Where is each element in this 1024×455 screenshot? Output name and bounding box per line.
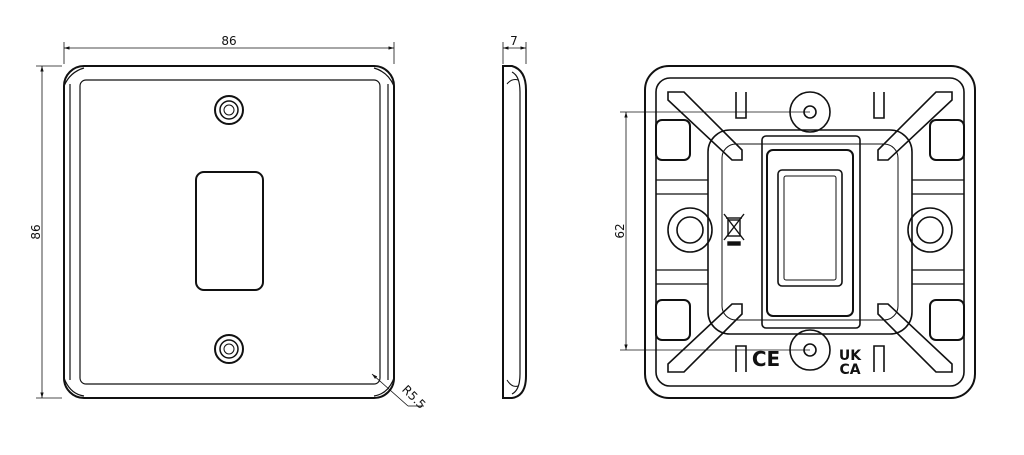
side-profile-bevel [506,79,519,387]
rear-dimensions [620,111,810,351]
ukca-mark-top: UK [839,348,862,364]
fixing-centres-label: 62 [613,223,627,238]
side-profile-outline [502,65,527,399]
side-dimensions [502,42,527,64]
front-dimensions [36,42,424,407]
front-plate-outline [63,65,395,399]
rear-diagonal-struts [667,91,953,373]
rear-pad-bottom-left [655,299,691,341]
corner-radius-label: R5.5 [399,383,428,412]
bottom-screw [214,334,244,364]
switch-window [777,169,843,287]
rear-view [644,65,976,399]
side-profile-inner [511,71,521,395]
switch-housing [761,135,861,329]
switch-window-inner [783,175,837,281]
side-view [502,65,527,399]
rear-left-lug [667,207,713,253]
rear-pad-top-left [655,119,691,161]
rear-pad-bottom-right [929,299,965,341]
rear-center-frame-inner [721,143,899,321]
width-dimension-label: 86 [221,34,236,48]
top-screw [214,95,244,125]
front-bevel-corners [63,67,395,397]
rear-right-lug [907,207,953,253]
rear-plate-outline [644,65,976,399]
rear-top-tabs [735,92,885,119]
rear-plate-inner [655,77,965,387]
ukca-mark-bottom: CA [839,362,860,378]
rocker-switch [195,171,264,291]
height-dimension-label: 86 [29,224,43,239]
front-view [63,65,395,399]
crossed-out-wheelie-bin-icon [723,213,745,246]
front-plate-bevel [79,79,381,385]
rear-pad-top-right [929,119,965,161]
depth-dimension-label: 7 [510,34,518,48]
switch-mechanism [766,149,854,317]
rear-cross-ribs [656,179,964,285]
ce-mark: CE [752,347,780,371]
rear-bottom-tabs [735,345,885,372]
rear-center-frame [707,129,913,335]
front-edge-detail [69,84,389,380]
